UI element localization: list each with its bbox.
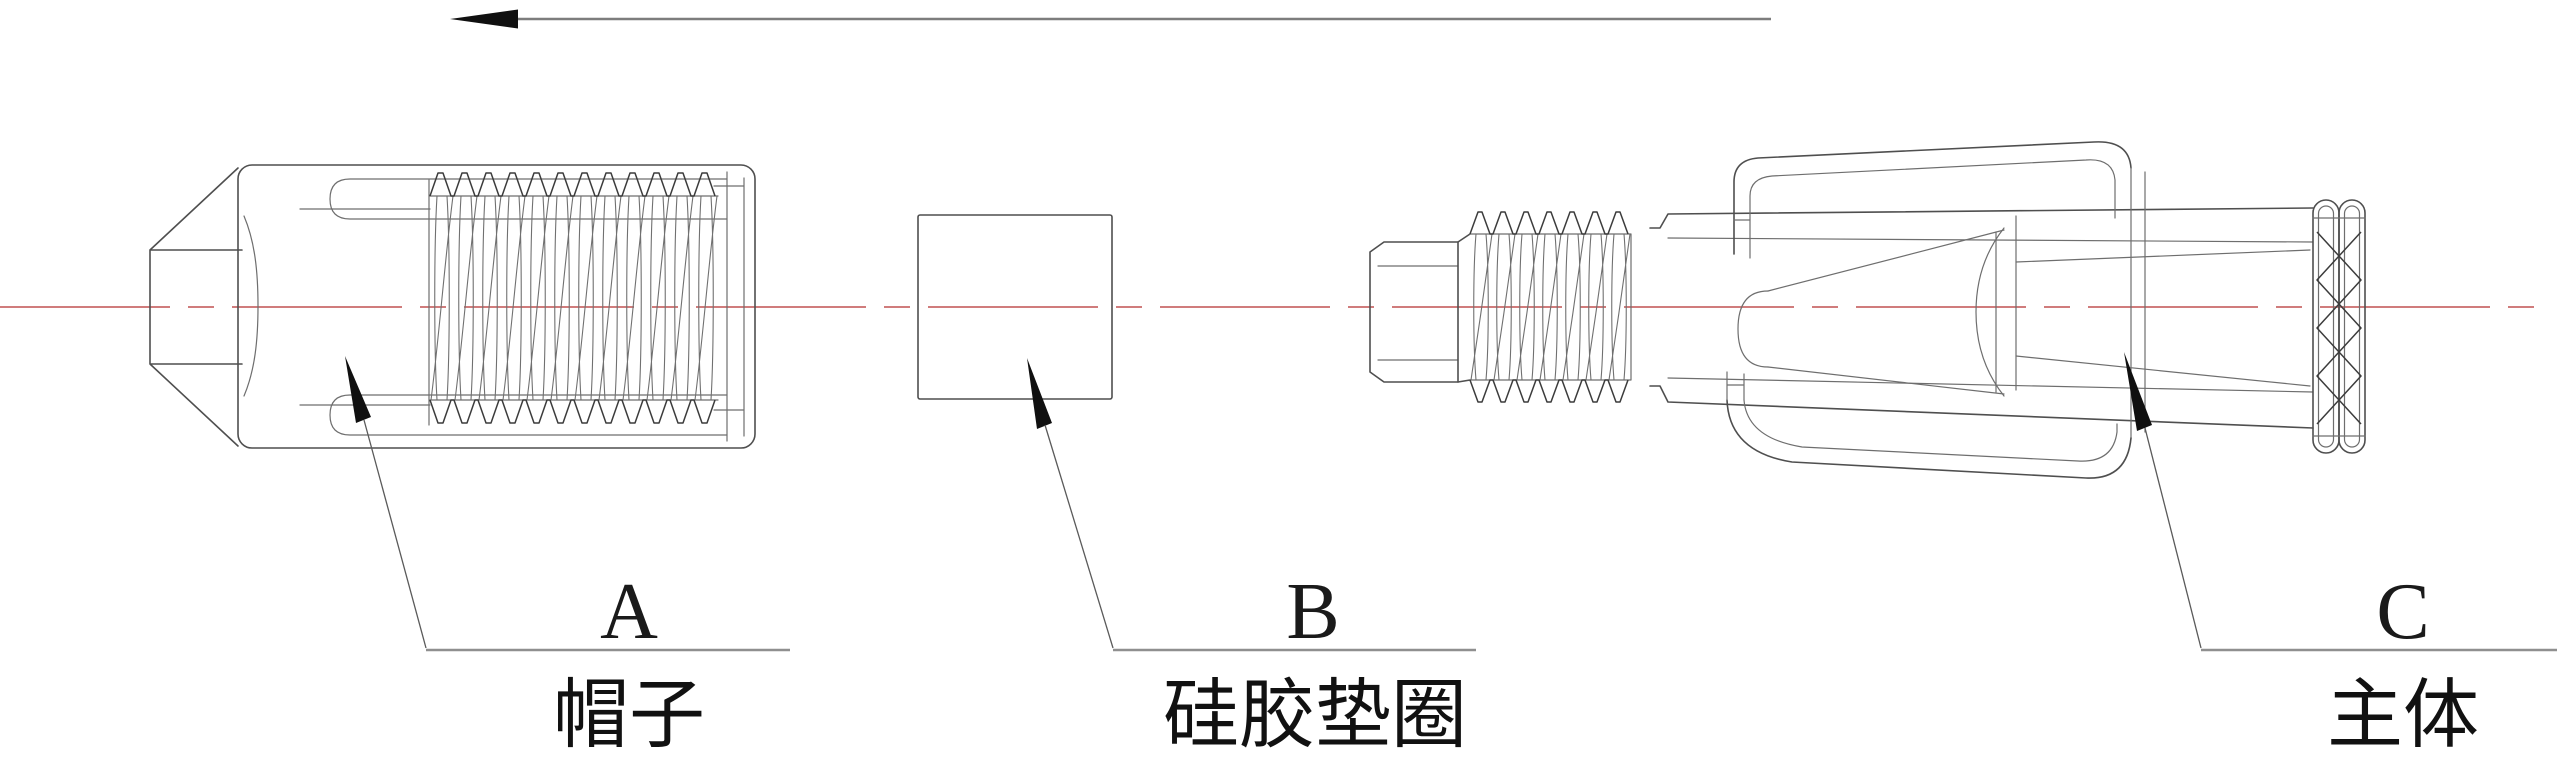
body-nose [1369,241,1459,383]
body-wing-top [1733,141,2146,439]
cap-threads [428,172,719,426]
leader-a [345,356,790,652]
leader-c [2124,352,2557,652]
part-a-label: A [600,568,658,656]
cap-inner-sleeve [299,178,728,436]
cap-shell [237,164,756,449]
part-b-caption: 硅胶垫圈 [1163,674,1467,758]
body-end-threads [2312,199,2366,454]
cap-part [149,164,756,449]
body-threads [1457,211,1632,403]
main-body-part [1369,141,2366,479]
cap-hex-nose [149,167,243,447]
gasket-part [917,214,1113,400]
leader-b [1027,358,1476,652]
part-a-caption: 帽子 [553,674,705,758]
part-b-label: B [1286,568,1339,656]
part-c-label: C [2376,568,2429,656]
part-c-caption: 主体 [2327,674,2479,758]
body-wing-bottom [1726,371,2132,479]
cap-inner-end-arc [243,215,259,397]
gasket-outline [917,214,1113,400]
cap-rim [713,171,745,442]
left-arrow-icon [450,9,1771,29]
body-inner-cone [1737,215,2311,397]
body-barrel [1649,207,2314,429]
